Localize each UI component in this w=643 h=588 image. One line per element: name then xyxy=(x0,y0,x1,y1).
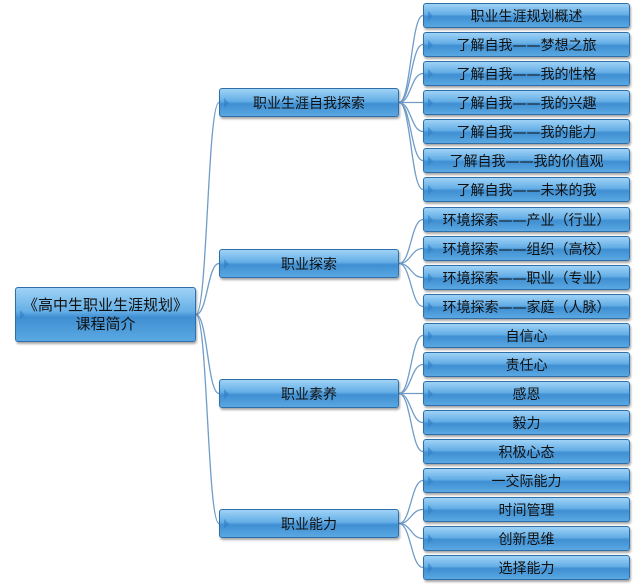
leaf-label: 了解自我——我的能力 xyxy=(456,124,597,141)
leaf-node: 了解自我——我的性格 xyxy=(423,61,630,86)
leaf-node: 环境探索——组织（高校） xyxy=(423,236,630,261)
connector-line xyxy=(398,247,424,265)
leaf-label: 创新思维 xyxy=(498,531,555,548)
leaf-node: 了解自我——未来的我 xyxy=(423,177,630,202)
leaf-label: 了解自我——我的性格 xyxy=(456,66,597,83)
connector-line xyxy=(398,14,424,104)
leaf-node: 时间管理 xyxy=(423,497,630,522)
connector-line xyxy=(398,101,424,191)
branch-label: 职业素养 xyxy=(281,386,337,403)
leaf-label: 了解自我——我的兴趣 xyxy=(456,95,597,112)
leaf-node: 了解自我——我的价值观 xyxy=(423,148,630,173)
branch-node-professional-quality: 职业素养 xyxy=(219,379,399,408)
leaf-node: 了解自我——梦想之旅 xyxy=(423,32,630,57)
branch-label: 职业生涯自我探索 xyxy=(253,95,365,112)
leaf-node: 了解自我——我的能力 xyxy=(423,119,630,144)
leaf-node: 毅力 xyxy=(423,410,630,435)
connector-line xyxy=(195,262,220,316)
leaf-node: 责任心 xyxy=(423,352,630,377)
connector-line xyxy=(398,262,424,308)
leaf-node: 职业生涯规划概述 xyxy=(423,3,630,28)
leaf-label: 环境探索——家庭（人脉） xyxy=(442,299,611,316)
connector-line xyxy=(398,508,424,525)
leaf-node: 感恩 xyxy=(423,381,630,406)
connector-line xyxy=(398,363,424,395)
branch-node-career-exploration: 职业探索 xyxy=(219,249,399,278)
leaf-node: 自信心 xyxy=(423,323,630,348)
branch-node-self-exploration: 职业生涯自我探索 xyxy=(219,88,399,117)
leaf-label: 了解自我——我的价值观 xyxy=(449,153,604,170)
connector-line xyxy=(398,392,424,453)
leaf-label: 选择能力 xyxy=(498,560,555,577)
connector-line xyxy=(398,218,424,265)
leaf-node: 选择能力 xyxy=(423,555,630,580)
leaf-label: 了解自我——未来的我 xyxy=(456,182,597,199)
leaf-node: 创新思维 xyxy=(423,526,630,551)
connector-line xyxy=(398,479,424,525)
connector-line xyxy=(398,101,424,162)
leaf-node: 环境探索——职业（专业） xyxy=(423,265,630,290)
leaf-node: 环境探索——家庭（人脉） xyxy=(423,294,630,319)
root-title: 《高中生职业生涯规划》 xyxy=(22,295,188,314)
connector-line xyxy=(398,334,424,395)
connector-line xyxy=(398,522,424,569)
leaf-node: 一交际能力 xyxy=(423,468,630,493)
root-subtitle: 课程简介 xyxy=(75,314,136,333)
leaf-node: 环境探索——产业（行业） xyxy=(423,207,630,232)
branch-label: 职业探索 xyxy=(281,256,337,273)
leaf-label: 时间管理 xyxy=(498,502,555,519)
leaf-label: 毅力 xyxy=(512,415,541,432)
leaf-label: 责任心 xyxy=(505,357,548,374)
leaf-label: 自信心 xyxy=(505,328,548,345)
leaf-label: 了解自我——梦想之旅 xyxy=(456,37,597,54)
leaf-label: 环境探索——组织（高校） xyxy=(442,241,611,258)
leaf-label: 感恩 xyxy=(512,386,541,403)
branch-node-professional-ability: 职业能力 xyxy=(219,509,399,538)
root-node: 《高中生职业生涯规划》 课程简介 xyxy=(15,287,196,342)
leaf-label: 一交际能力 xyxy=(491,473,562,490)
connector-line xyxy=(195,101,220,316)
leaf-label: 环境探索——产业（行业） xyxy=(442,212,611,229)
leaf-node: 了解自我——我的兴趣 xyxy=(423,90,630,115)
connector-line xyxy=(195,313,220,395)
leaf-node: 积极心态 xyxy=(423,439,630,464)
branch-label: 职业能力 xyxy=(281,516,337,533)
connector-line xyxy=(195,313,220,525)
leaf-label: 职业生涯规划概述 xyxy=(470,8,583,25)
connector-line xyxy=(398,392,424,424)
leaf-label: 积极心态 xyxy=(498,444,555,461)
leaf-label: 环境探索——职业（专业） xyxy=(442,270,611,287)
connector-line xyxy=(398,72,424,104)
connector-line xyxy=(398,43,424,104)
